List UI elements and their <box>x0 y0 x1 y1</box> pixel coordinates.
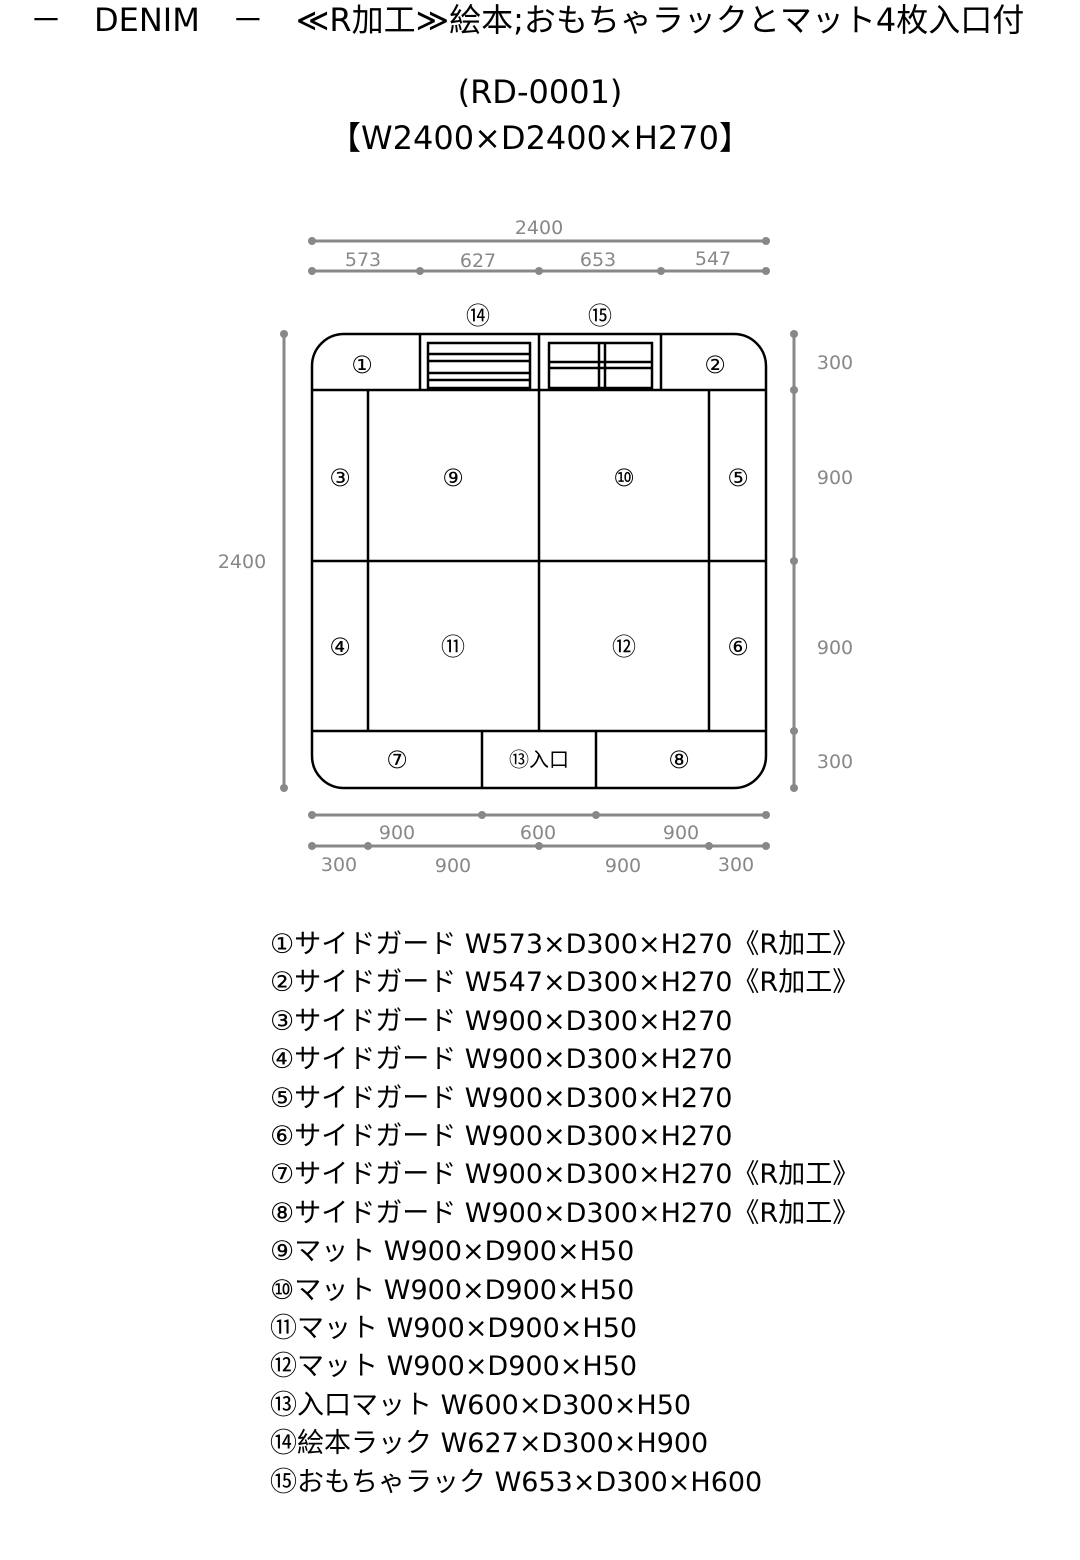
toy-rack-shelves <box>547 341 654 390</box>
parts-list-item: ①サイドガード W573×D300×H270《R加工》 <box>270 929 860 960</box>
dim-bottom-part: 600 <box>520 822 556 844</box>
parts-list-item: ②サイドガード W547×D300×H270《R加工》 <box>270 967 860 999</box>
parts-list-item: ④サイドガード W900×D300×H270 <box>270 1044 733 1076</box>
dim-right-part: 300 <box>817 352 853 374</box>
dim-top-part: 653 <box>580 249 616 271</box>
label-part-4: ④ <box>329 633 351 661</box>
dim-bottom-part: 300 <box>718 854 754 876</box>
label-part-3: ③ <box>329 464 351 492</box>
product-code: (RD-0001) <box>457 73 623 111</box>
label-part-11: ⑪ <box>441 633 465 661</box>
left-dimension-line: 2400 <box>218 330 288 792</box>
parts-list-item: ⑦サイドガード W900×D300×H270《R加工》 <box>270 1159 860 1191</box>
label-part-12: ⑫ <box>612 633 636 661</box>
bottom-dimension-lines: 900 600 900 300 900 900 300 <box>308 811 770 877</box>
dim-right-part: 900 <box>817 637 853 659</box>
label-part-15: ⑮ <box>588 302 612 330</box>
parts-list-item: ⑧サイドガード W900×D300×H270《R加工》 <box>270 1197 860 1229</box>
overall-dimensions: 【W2400×D2400×H270】 <box>329 119 751 157</box>
dim-top-part: 627 <box>460 250 496 272</box>
parts-list-item: ⑪マット W900×D900×H50 <box>270 1313 638 1345</box>
dim-bottom-part: 900 <box>663 822 699 844</box>
parts-list-item: ③サイドガード W900×D300×H270 <box>270 1005 733 1037</box>
parts-list-item: ⑭絵本ラック W627×D300×H900 <box>270 1428 709 1460</box>
parts-list-item: ⑮おもちゃラック W653×D300×H600 <box>270 1466 763 1498</box>
parts-list-item: ⑨マット W900×D900×H50 <box>270 1236 635 1268</box>
part-labels: ① ② ③ ④ ⑤ ⑥ ⑦ ⑧ ⑨ ⑩ ⑪ ⑫ ⑬入口 ⑭ ⑮ <box>329 302 749 774</box>
parts-list-item: ⑬入口マット W600×D300×H50 <box>270 1389 692 1421</box>
dim-bottom-part: 900 <box>605 855 641 877</box>
dim-bottom-part: 300 <box>321 854 357 876</box>
dim-right-part: 300 <box>817 751 853 773</box>
label-part-2: ② <box>704 351 726 379</box>
dim-left-total: 2400 <box>218 551 266 573</box>
top-dimension-lines: 2400 573 627 653 547 <box>308 217 770 275</box>
label-part-9: ⑨ <box>442 464 464 492</box>
book-rack-shelves <box>426 341 532 390</box>
label-part-6: ⑥ <box>727 633 749 661</box>
dim-bottom-part: 900 <box>379 822 415 844</box>
dim-top-part: 547 <box>695 248 731 270</box>
label-part-5: ⑤ <box>727 464 749 492</box>
dim-top-part: 573 <box>345 249 381 271</box>
label-part-1: ① <box>351 351 373 379</box>
label-part-7: ⑦ <box>386 746 408 774</box>
dim-bottom-part: 900 <box>435 855 471 877</box>
dim-top-total: 2400 <box>515 217 563 239</box>
parts-list: ①サイドガード W573×D300×H270《R加工》 ②サイドガード W547… <box>270 926 859 1502</box>
parts-list-item: ⑤サイドガード W900×D300×H270 <box>270 1082 733 1114</box>
floor-plan-diagram: 2400 573 627 653 547 2400 300 900 900 30… <box>218 217 853 877</box>
dim-right-part: 900 <box>817 467 853 489</box>
title-line-1: － DENIM － ≪R加工≫絵本;おもちゃラックとマット4枚入口付 <box>30 1 1025 39</box>
label-part-14: ⑭ <box>466 302 490 330</box>
right-dimension-line: 300 900 900 300 <box>790 330 853 792</box>
label-part-10: ⑩ <box>613 464 635 492</box>
plan-outline <box>310 332 768 790</box>
parts-list-item: ⑩マット W900×D900×H50 <box>270 1274 635 1306</box>
label-part-13-entrance: ⑬入口 <box>509 748 569 772</box>
parts-list-item: ⑫マット W900×D900×H50 <box>270 1351 638 1383</box>
label-part-8: ⑧ <box>668 746 690 774</box>
parts-list-item: ⑥サイドガード W900×D300×H270 <box>270 1121 733 1153</box>
